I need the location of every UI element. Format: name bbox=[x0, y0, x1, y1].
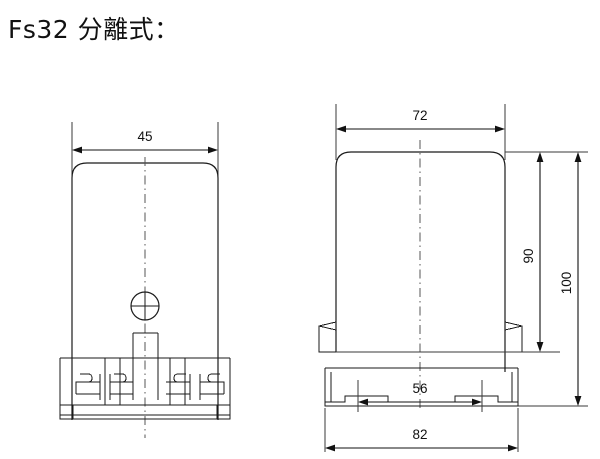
dimension-width-72-arrow-right bbox=[495, 125, 505, 133]
dimension-height-90-label: 90 bbox=[521, 248, 536, 263]
terminal-screw-3 bbox=[166, 373, 191, 400]
dimension-width-82: 82 bbox=[325, 427, 518, 452]
dimension-width-45-arrow-right bbox=[208, 146, 218, 154]
dimension-width-45-arrow-left bbox=[72, 146, 82, 154]
side-view-center-post bbox=[132, 332, 159, 400]
front-view-group: 72 90 100 bbox=[318, 104, 588, 452]
mounting-tab-right-fold bbox=[504, 325, 523, 331]
dimension-height-100: 100 bbox=[559, 152, 582, 406]
dimension-width-82-arrow-right bbox=[508, 444, 518, 452]
side-view-terminal-block bbox=[59, 357, 231, 420]
terminal-screw-2 bbox=[109, 373, 133, 400]
screw-head-icon bbox=[130, 291, 160, 321]
dimension-width-56: 56 bbox=[358, 381, 482, 406]
dimension-width-45: 45 bbox=[72, 129, 218, 154]
page-title: Fs32 分離式： bbox=[8, 15, 180, 44]
dimension-width-72-arrow-left bbox=[336, 125, 346, 133]
mounting-tab-left bbox=[318, 321, 337, 353]
base-foot-right bbox=[216, 404, 231, 420]
dimension-height-90-arrow-top bbox=[536, 152, 544, 162]
dimension-width-56-arrow-right bbox=[472, 398, 482, 406]
dimension-width-56-arrow-left bbox=[358, 398, 368, 406]
terminal-screw-4 bbox=[199, 373, 225, 400]
base-foot-left bbox=[59, 404, 74, 420]
mounting-tab-left-fold bbox=[318, 325, 337, 331]
mounting-base-plate bbox=[324, 367, 519, 412]
dimension-height-100-arrow-bottom bbox=[574, 396, 582, 406]
side-view-group: 45 bbox=[59, 122, 231, 438]
dimension-height-90-arrow-bottom bbox=[536, 342, 544, 352]
dimension-height-100-arrow-top bbox=[574, 152, 582, 162]
dimension-width-82-arrow-left bbox=[325, 444, 335, 452]
dimension-height-90: 90 bbox=[521, 152, 544, 352]
mounting-tab-left-outline bbox=[318, 321, 337, 353]
mounting-tab-right bbox=[504, 321, 523, 353]
dimension-height-100-label: 100 bbox=[559, 272, 574, 295]
base-plate-notched-profile bbox=[324, 395, 519, 407]
terminal-screw-1 bbox=[75, 373, 101, 400]
dimension-width-72: 72 bbox=[336, 108, 505, 133]
dimension-width-72-label: 72 bbox=[412, 108, 427, 123]
dimension-width-45-label: 45 bbox=[137, 129, 152, 144]
dimension-width-82-label: 82 bbox=[412, 427, 427, 442]
dimension-width-56-label: 56 bbox=[412, 381, 427, 396]
front-view-body-outline bbox=[335, 151, 506, 372]
